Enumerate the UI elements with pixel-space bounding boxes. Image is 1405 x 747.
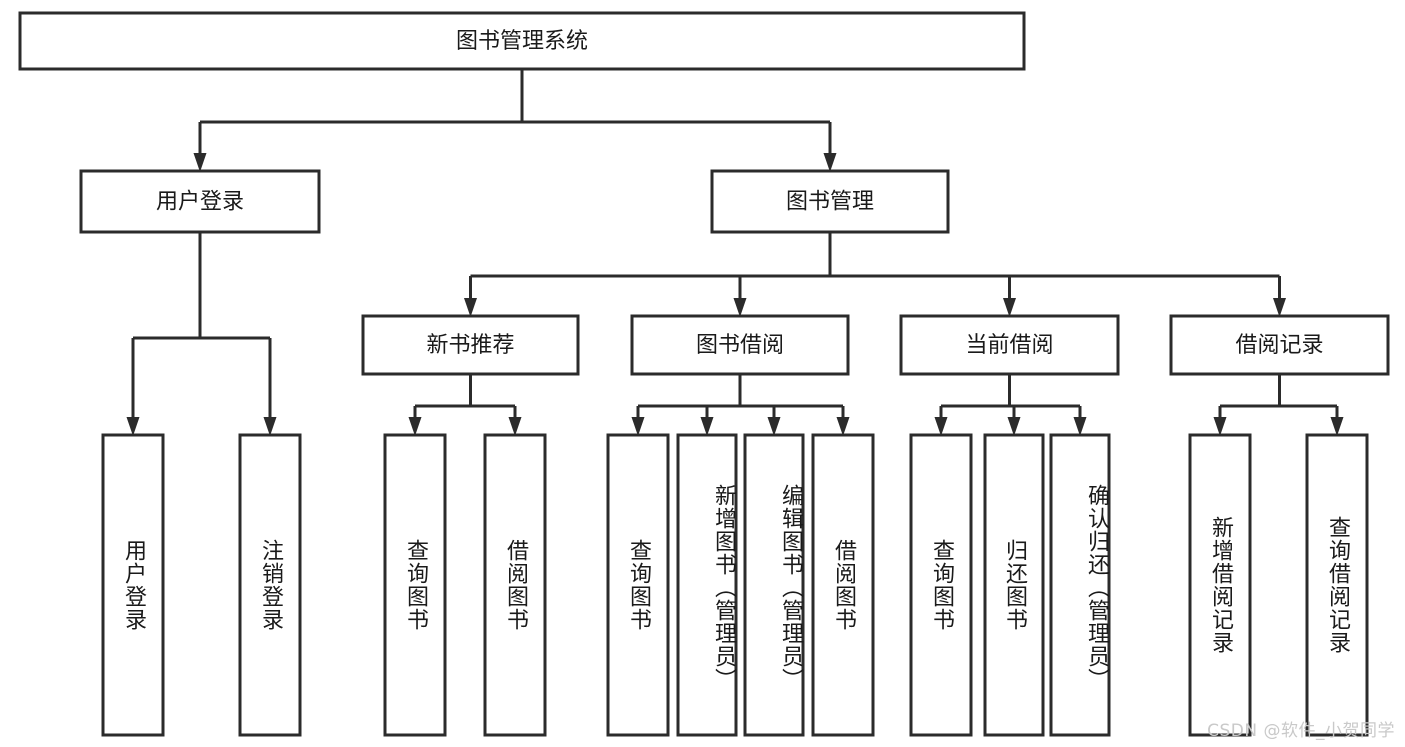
edge-arrow-icon	[823, 153, 837, 172]
edge-arrow-icon	[934, 417, 948, 436]
edge-arrow-icon	[1003, 298, 1016, 317]
edge-arrow-icon	[1213, 417, 1227, 436]
node-box-book-borrow[interactable]	[630, 314, 850, 376]
edge-arrow-icon	[1073, 417, 1087, 436]
node-label-book-borrow: 图书借阅	[696, 333, 784, 358]
node-box-leaf-borrow-book-2[interactable]	[811, 433, 875, 737]
node-label-borrow-record: 借阅记录	[1235, 333, 1323, 358]
node-label-root: 图书管理系统	[456, 29, 588, 54]
edge-arrow-icon	[193, 153, 207, 172]
node-label-new-book-rec: 新书推荐	[426, 333, 514, 358]
node-box-leaf-add-record[interactable]	[1188, 433, 1252, 737]
node-box-leaf-query-record[interactable]	[1305, 433, 1369, 737]
node-box-leaf-query-book-1[interactable]	[383, 433, 447, 737]
node-label-book-manage: 图书管理	[786, 190, 874, 215]
boxes-layer	[18, 11, 1390, 737]
node-box-user-login[interactable]	[79, 169, 321, 234]
node-label-user-login: 用户登录	[156, 190, 244, 215]
node-box-leaf-confirm-return[interactable]	[1049, 433, 1111, 737]
edges-layer	[126, 69, 1344, 436]
edge-arrow-icon	[464, 298, 477, 317]
node-box-leaf-query-book-2[interactable]	[606, 433, 670, 737]
edge-arrow-icon	[631, 417, 645, 436]
edge-arrow-icon	[767, 417, 781, 436]
edge-arrow-icon	[1273, 298, 1286, 317]
edge-arrow-icon	[508, 417, 522, 436]
node-box-current-borrow[interactable]	[899, 314, 1120, 376]
node-box-new-book-rec[interactable]	[361, 314, 580, 376]
node-box-leaf-user-login[interactable]	[101, 433, 165, 737]
node-box-leaf-user-logout[interactable]	[238, 433, 302, 737]
node-box-leaf-query-book-3[interactable]	[909, 433, 973, 737]
edge-arrow-icon	[733, 298, 747, 317]
node-box-root[interactable]	[18, 11, 1026, 71]
node-box-book-manage[interactable]	[710, 169, 950, 234]
node-box-leaf-return-book[interactable]	[983, 433, 1045, 737]
node-box-leaf-add-book[interactable]	[676, 433, 738, 737]
edge-arrow-icon	[1330, 417, 1344, 436]
node-label-current-borrow: 当前借阅	[965, 333, 1053, 358]
node-box-leaf-edit-book[interactable]	[743, 433, 805, 737]
node-box-borrow-record[interactable]	[1169, 314, 1390, 376]
edge-arrow-icon	[836, 417, 850, 436]
edge-arrow-icon	[263, 417, 277, 436]
edge-arrow-icon	[126, 417, 140, 436]
edge-arrow-icon	[1007, 417, 1021, 436]
watermark: CSDN @软件_小贺同学	[1207, 721, 1395, 741]
node-box-leaf-borrow-book-1[interactable]	[483, 433, 547, 737]
edge-arrow-icon	[408, 417, 422, 436]
edge-arrow-icon	[700, 417, 714, 436]
